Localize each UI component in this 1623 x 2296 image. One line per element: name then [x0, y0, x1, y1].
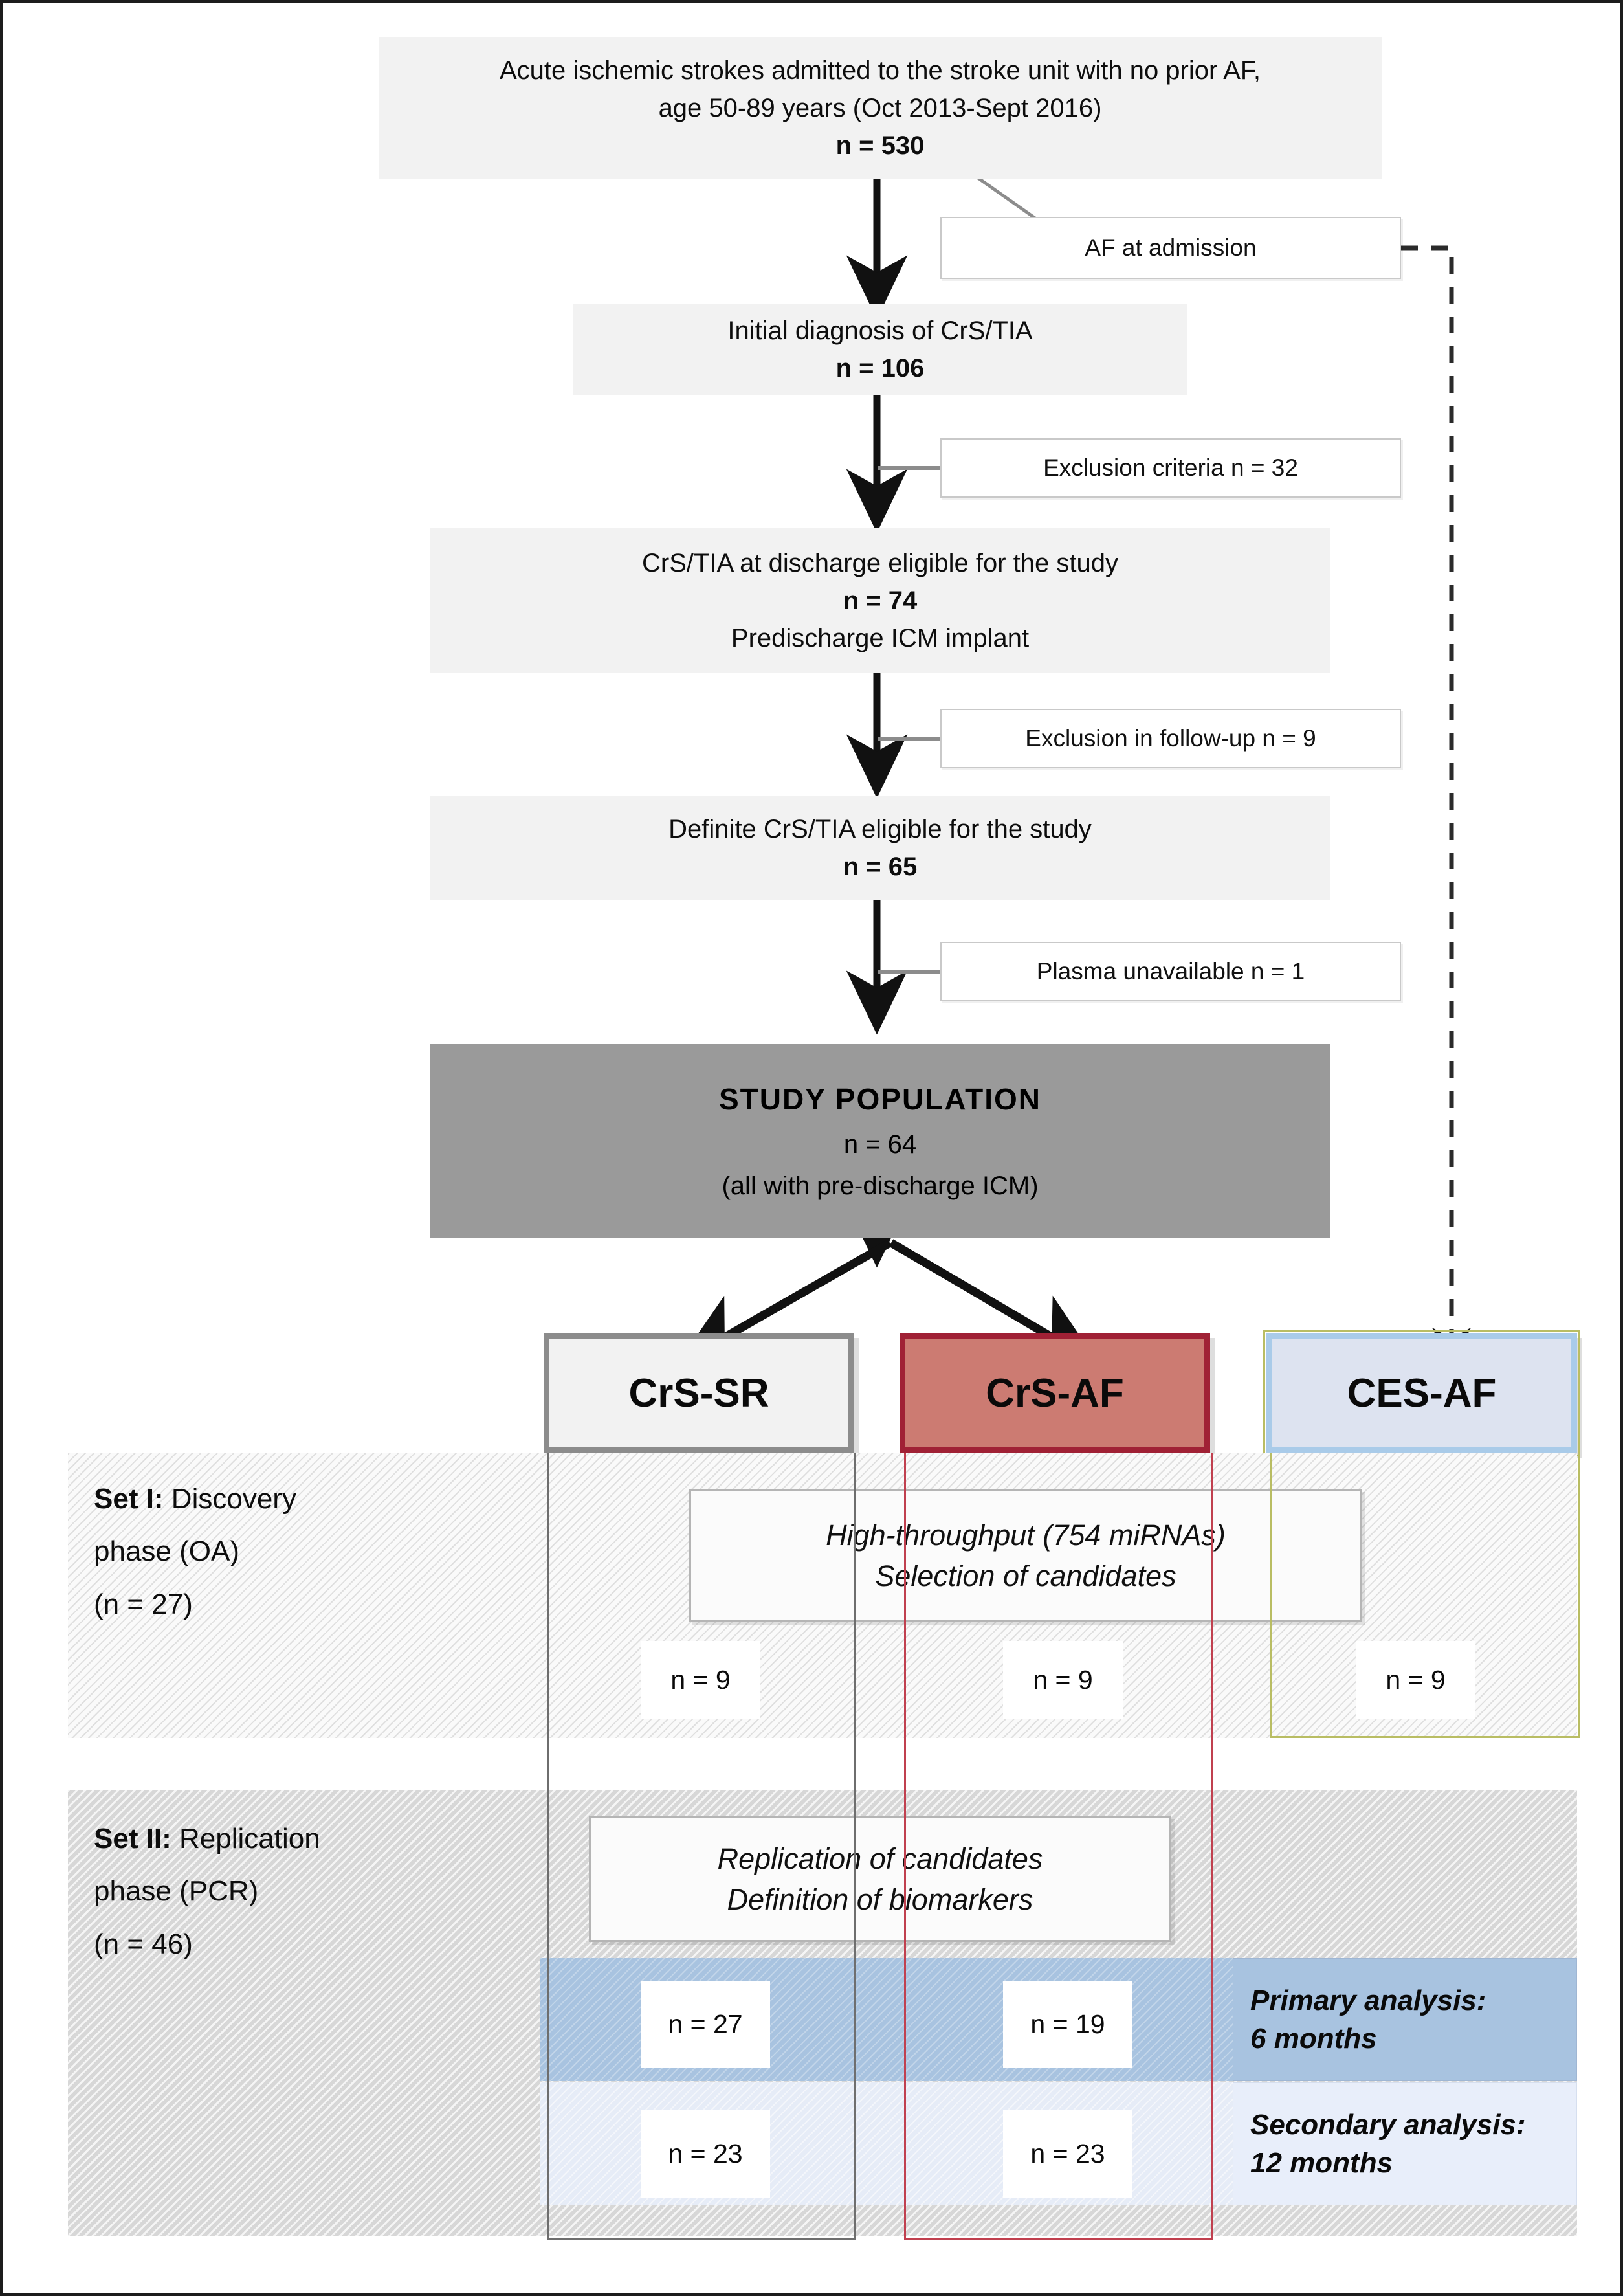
count-label: n = 19: [1030, 2009, 1105, 2039]
set-1-count-ces-af: n = 9: [1356, 1641, 1475, 1719]
column-outline-ces-af: [1270, 1453, 1580, 1738]
exclusion-box-af-at-admission: AF at admission: [940, 217, 1401, 279]
set-2-label-line3: (n = 46): [94, 1928, 193, 1960]
source-count: n = 530: [835, 131, 925, 160]
initial-line-1: Initial diagnosis of CrS/TIA: [727, 317, 1033, 345]
replication-process-line-2: Definition of biomarkers: [727, 1882, 1033, 1916]
study-population-box: STUDY POPULATION n = 64 (all with pre-di…: [430, 1044, 1330, 1238]
group-chip-ces-af[interactable]: CES-AF: [1263, 1330, 1580, 1456]
set-1-label-rest: Discovery: [163, 1483, 296, 1515]
count-label: n = 27: [668, 2009, 743, 2039]
group-label: CES-AF: [1347, 1371, 1497, 1416]
source-line-1: Acute ischemic strokes admitted to the s…: [499, 56, 1261, 85]
exclusion-label: AF at admission: [1085, 234, 1257, 261]
study-population-count: n = 64: [843, 1130, 917, 1159]
count-label: n = 9: [1033, 1664, 1093, 1695]
discovery-process-line-1: High-throughput (754 miRNAs): [826, 1518, 1226, 1552]
group-label: CrS-SR: [628, 1371, 769, 1416]
definite-line-1: Definite CrS/TIA eligible for the study: [668, 815, 1092, 843]
source-population-box: Acute ischemic strokes admitted to the s…: [379, 37, 1382, 179]
discovery-process-line-2: Selection of candidates: [875, 1559, 1176, 1592]
primary-count-crs-af: n = 19: [1003, 1981, 1132, 2068]
discharge-line-3: Predischarge ICM implant: [731, 623, 1030, 652]
source-line-2: age 50-89 years (Oct 2013-Sept 2016): [658, 94, 1102, 122]
discharge-count: n = 74: [843, 586, 918, 615]
exclusion-box-follow-up: Exclusion in follow-up n = 9: [940, 709, 1401, 768]
count-label: n = 9: [1386, 1664, 1446, 1695]
discovery-process-box: High-throughput (754 miRNAs) Selection o…: [689, 1489, 1362, 1622]
count-label: n = 23: [1030, 2139, 1105, 2168]
discharge-line-1: CrS/TIA at discharge eligible for the st…: [642, 548, 1118, 577]
set-2-label-rest: Replication: [171, 1823, 320, 1855]
secondary-count-crs-af: n = 23: [1003, 2110, 1132, 2198]
set-2-label-bold: Set II:: [94, 1823, 171, 1855]
discharge-eligible-box: CrS/TIA at discharge eligible for the st…: [430, 528, 1330, 673]
secondary-caption-line-1: Secondary analysis:: [1250, 2108, 1526, 2141]
definite-count: n = 65: [843, 853, 918, 881]
study-population-title: STUDY POPULATION: [719, 1082, 1041, 1117]
column-outline-crs-sr: [547, 1453, 856, 2240]
set-1-count-crs-sr: n = 9: [641, 1641, 760, 1719]
set-1-label-bold: Set I:: [94, 1483, 164, 1515]
set-2-label-line2: phase (PCR): [94, 1875, 259, 1908]
count-label: n = 23: [668, 2139, 743, 2168]
group-chip-crs-sr[interactable]: CrS-SR: [544, 1333, 854, 1453]
definite-eligible-box: Definite CrS/TIA eligible for the study …: [430, 796, 1330, 900]
secondary-caption-line-2: 12 months: [1250, 2147, 1393, 2179]
exclusion-label: Exclusion in follow-up n = 9: [1025, 725, 1316, 752]
set-1-label-line3: (n = 27): [94, 1588, 193, 1620]
set-1-label-line2: phase (OA): [94, 1535, 239, 1568]
study-population-note: (all with pre-discharge ICM): [722, 1171, 1039, 1200]
exclusion-box-plasma: Plasma unavailable n = 1: [940, 942, 1401, 1001]
replication-process-line-1: Replication of candidates: [717, 1842, 1043, 1875]
set-2-label: Set II: Replication phase (PCR) (n = 46): [94, 1812, 560, 1970]
primary-analysis-caption: Primary analysis: 6 months: [1233, 1958, 1577, 2081]
count-label: n = 9: [670, 1664, 731, 1695]
column-outline-crs-af: [904, 1453, 1213, 2240]
set-1-label: Set I: Discovery phase (OA) (n = 27): [94, 1473, 547, 1631]
secondary-count-crs-sr: n = 23: [641, 2110, 770, 2198]
secondary-analysis-caption: Secondary analysis: 12 months: [1233, 2082, 1577, 2205]
exclusion-label: Plasma unavailable n = 1: [1036, 958, 1305, 985]
group-label: CrS-AF: [986, 1371, 1124, 1416]
primary-count-crs-sr: n = 27: [641, 1981, 770, 2068]
primary-caption-line-2: 6 months: [1250, 2023, 1377, 2055]
exclusion-box-criteria: Exclusion criteria n = 32: [940, 438, 1401, 498]
replication-process-box: Replication of candidates Definition of …: [589, 1816, 1171, 1942]
primary-caption-line-1: Primary analysis:: [1250, 1984, 1486, 2016]
initial-count: n = 106: [835, 354, 925, 383]
group-chip-crs-af[interactable]: CrS-AF: [900, 1333, 1210, 1453]
set-1-count-crs-af: n = 9: [1003, 1641, 1123, 1719]
exclusion-label: Exclusion criteria n = 32: [1043, 454, 1298, 481]
initial-diagnosis-box: Initial diagnosis of CrS/TIA n = 106: [573, 304, 1187, 395]
